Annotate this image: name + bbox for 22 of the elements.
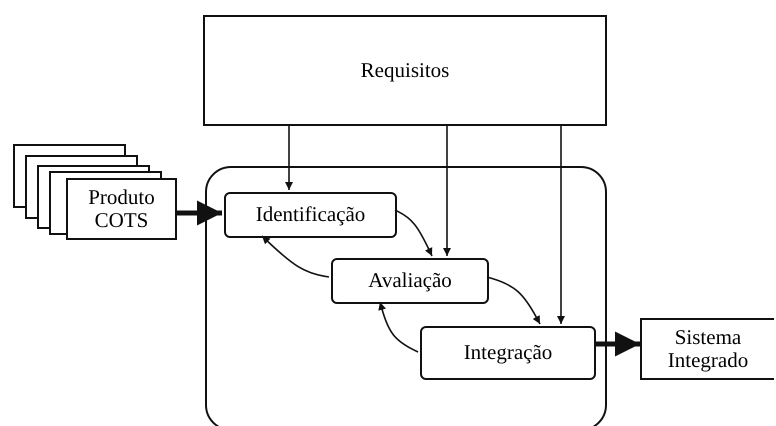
node-label: Produto COTS xyxy=(87,186,156,232)
arrow xyxy=(394,209,433,256)
arrow xyxy=(486,276,541,324)
arrow xyxy=(285,126,293,190)
node-label: Requisitos xyxy=(360,58,450,82)
arrow xyxy=(261,235,330,278)
arrow xyxy=(443,126,451,256)
node-label: Avaliação xyxy=(368,269,452,293)
process-box xyxy=(331,258,489,304)
process-box xyxy=(203,15,607,126)
process-box xyxy=(224,192,397,238)
boundary-box xyxy=(205,166,607,426)
arrow xyxy=(557,126,565,324)
arrow xyxy=(177,200,222,226)
process-box xyxy=(66,178,177,240)
arrow xyxy=(594,332,640,356)
arrow xyxy=(378,302,418,353)
process-box xyxy=(420,326,596,380)
node-label: Integração xyxy=(464,341,552,365)
node-label: Identificação xyxy=(256,203,366,227)
node-label: Sistema Integrado xyxy=(666,326,750,372)
process-box xyxy=(640,318,774,380)
